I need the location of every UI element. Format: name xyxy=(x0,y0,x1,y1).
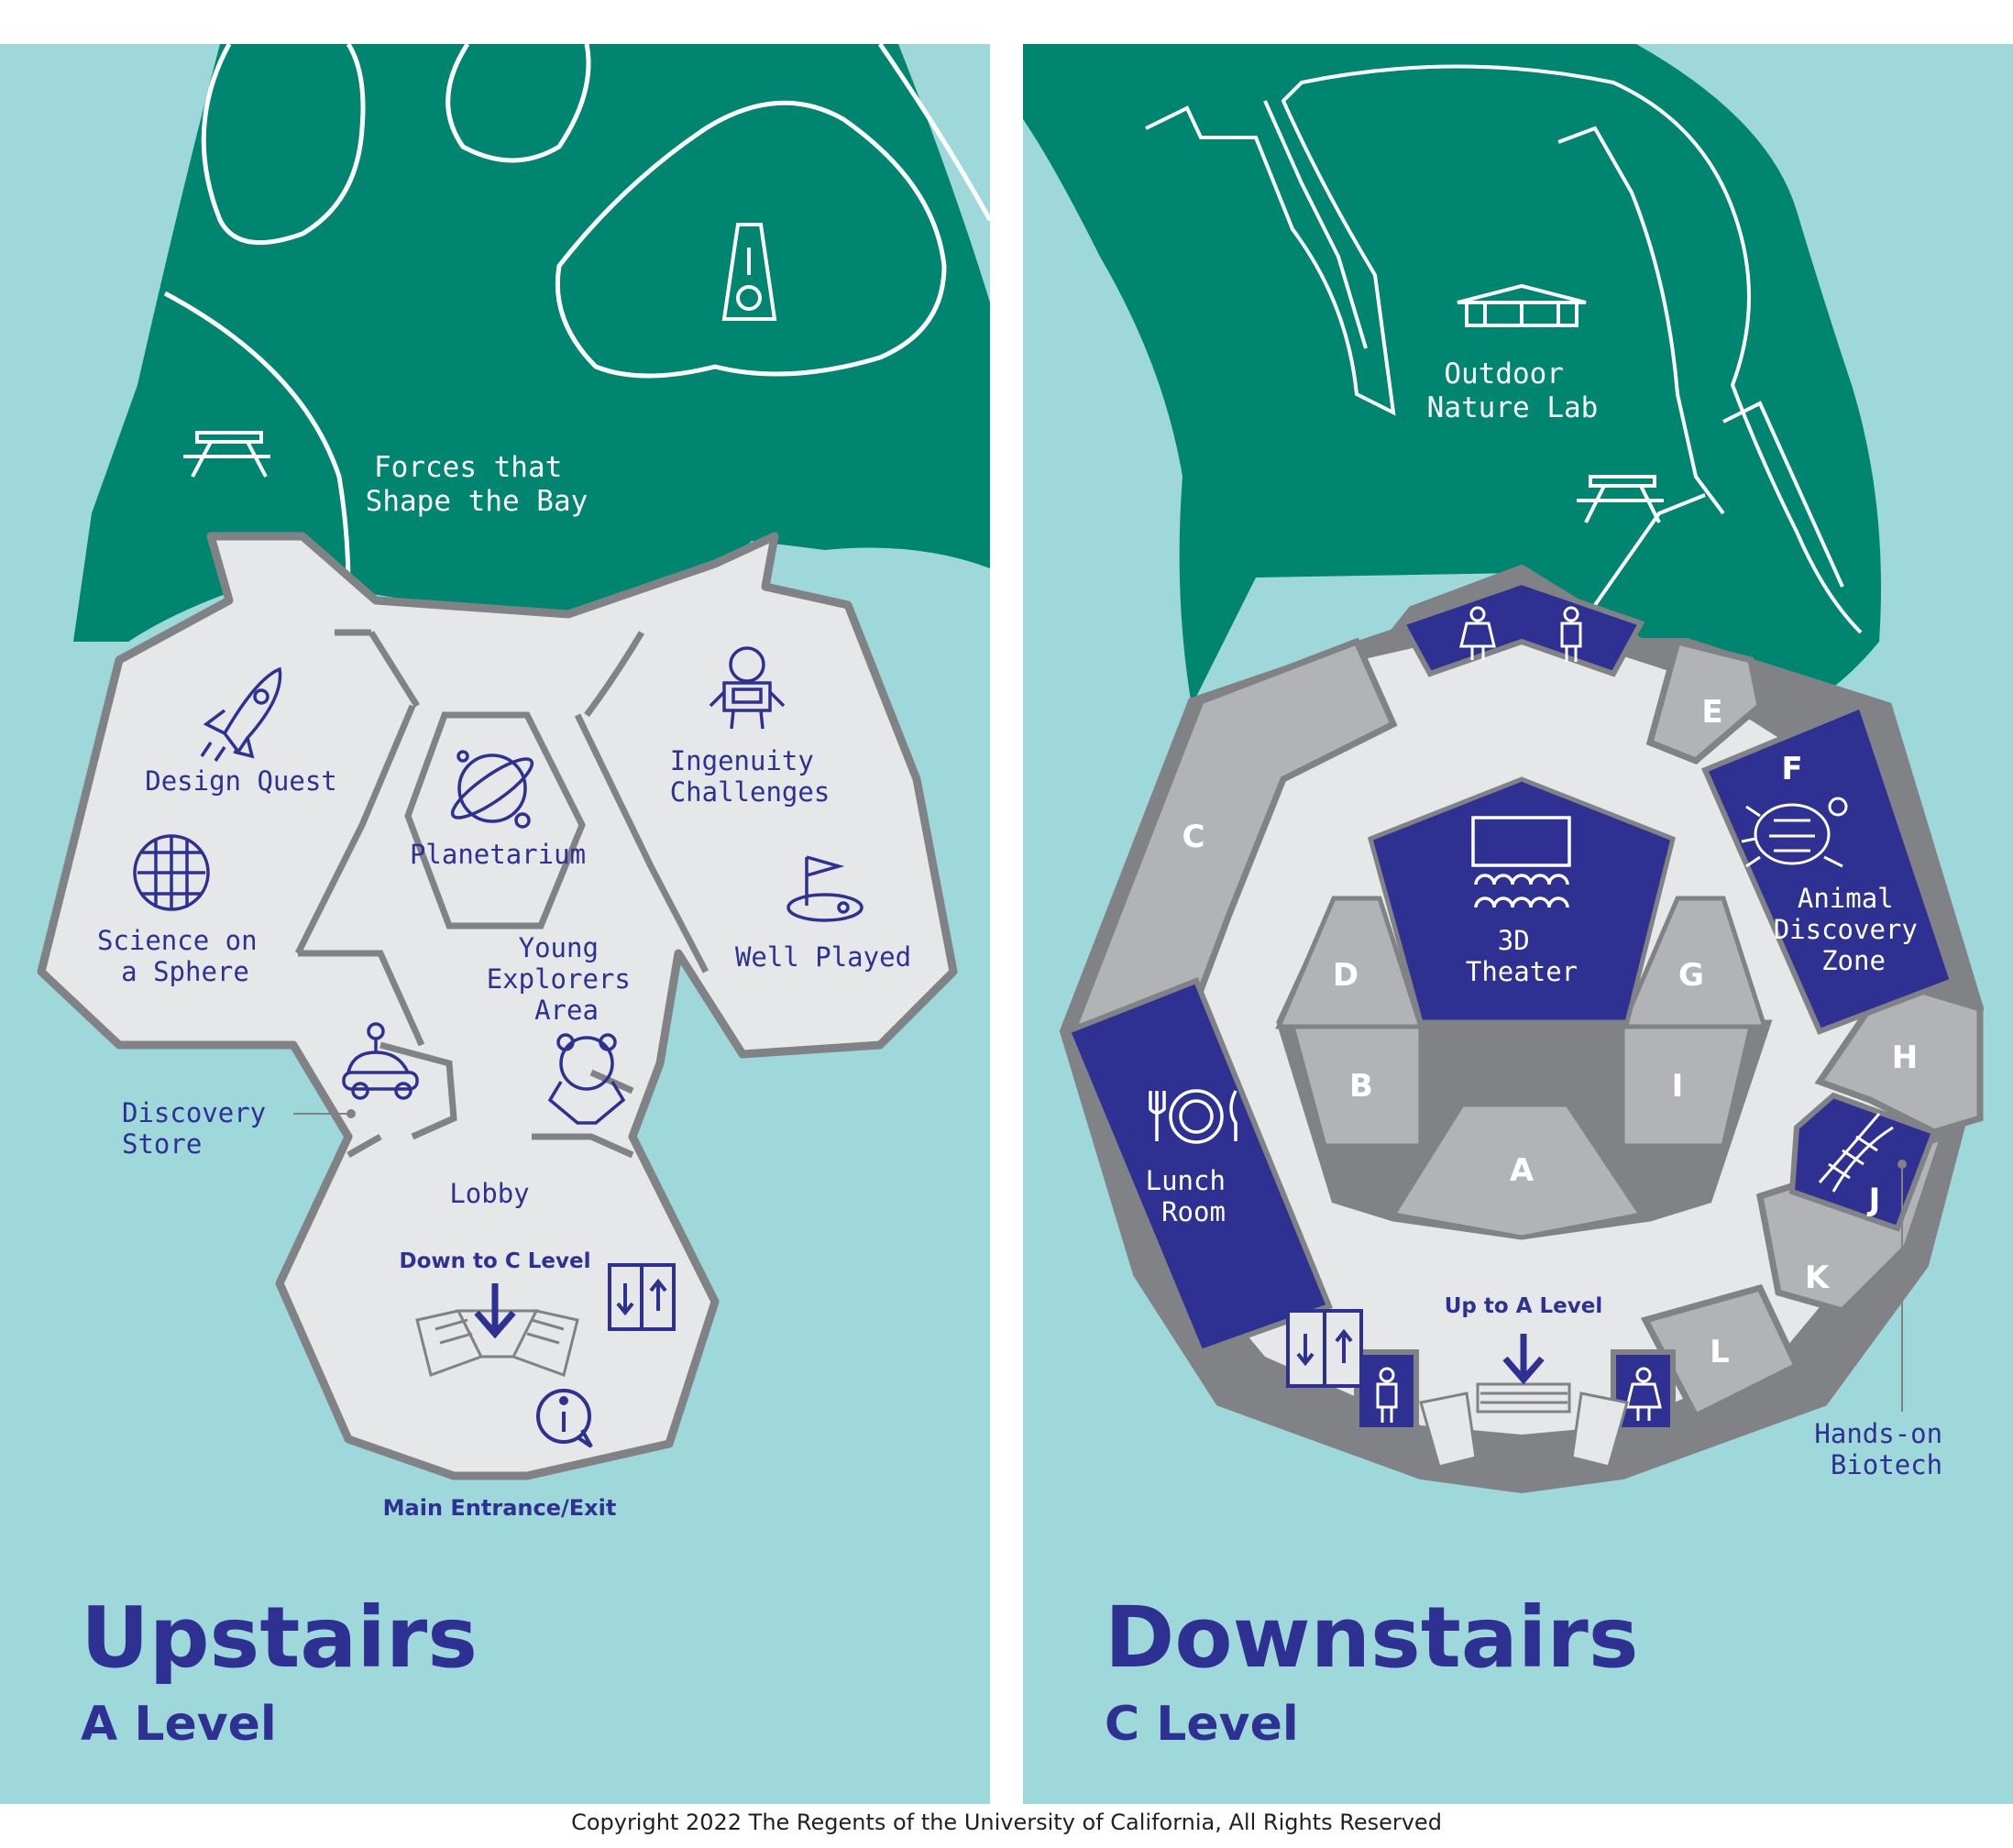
rocket-icon xyxy=(200,666,282,762)
room-a xyxy=(1389,1102,1645,1240)
down-to-c-label: Down to C Level xyxy=(400,1249,591,1273)
room-g-label: G xyxy=(1678,957,1704,994)
golf-flag-icon xyxy=(786,855,864,922)
planetarium-label: Planetarium xyxy=(410,839,586,870)
room-j xyxy=(1788,1092,1938,1232)
park-path-line xyxy=(446,42,591,163)
main-entrance-label: Main Entrance/Exit xyxy=(383,1495,617,1521)
room-f-label: F xyxy=(1781,751,1802,787)
dining-icon xyxy=(1149,1089,1238,1144)
upstairs-map: Forces that Shape the Bay xyxy=(0,42,993,1804)
forces-label: Forces that Shape the Bay xyxy=(366,451,588,518)
restroom-icon xyxy=(1376,606,1662,1423)
room-theater xyxy=(1367,776,1676,1025)
discovery-store-marker xyxy=(346,1109,356,1118)
room-j-label: J xyxy=(1867,1182,1881,1218)
planet-icon xyxy=(450,750,534,829)
well-played-label: Well Played xyxy=(735,941,911,973)
dna-icon xyxy=(1818,1113,1894,1193)
design-quest-label: Design Quest xyxy=(145,765,337,797)
downstairs-blue-rooms xyxy=(1064,578,1956,1433)
toy-car-icon xyxy=(342,1022,419,1100)
room-h-label: H xyxy=(1892,1040,1918,1076)
upstairs-interior-walls xyxy=(294,629,710,1159)
theater-label: 3D Theater xyxy=(1466,925,1578,987)
turtle-icon xyxy=(1741,797,1848,868)
panel-divider xyxy=(990,0,1023,1848)
up-to-a-label: Up to A Level xyxy=(1445,1294,1603,1318)
geodesic-sphere-icon xyxy=(133,834,210,911)
picnic-table-icon xyxy=(183,431,270,478)
picnic-table-icon xyxy=(1577,475,1664,523)
down-arrow-icon xyxy=(1502,1334,1545,1385)
hands-on-marker xyxy=(1898,1160,1907,1169)
young-explorers-label: Young Explorers Area xyxy=(487,932,647,1026)
park-path-line xyxy=(163,291,351,588)
room-c-label: C xyxy=(1182,819,1205,855)
park-path-line xyxy=(201,42,366,246)
downstairs-subtitle: C Level xyxy=(1105,1697,1299,1752)
science-sphere-label: Science on a Sphere xyxy=(97,925,273,987)
upstairs-park-area xyxy=(73,44,990,642)
room-a-label: A xyxy=(1510,1152,1534,1189)
discovery-store-label: Discovery Store xyxy=(122,1097,282,1160)
room-l xyxy=(1640,1283,1801,1421)
room-i-label: I xyxy=(1672,1068,1684,1105)
downstairs-title: Downstairs xyxy=(1105,1589,1639,1687)
room-l-label: L xyxy=(1710,1334,1730,1370)
info-icon xyxy=(536,1389,593,1448)
room-b xyxy=(1289,1024,1424,1149)
room-i xyxy=(1620,1024,1754,1149)
park-path-line xyxy=(555,100,947,379)
theater-icon xyxy=(1471,816,1571,908)
upstairs-subtitle: A Level xyxy=(81,1697,277,1752)
outdoor-lab-label: Outdoor Nature Lab xyxy=(1427,358,1599,424)
room-k-label: K xyxy=(1805,1260,1831,1296)
room-restroom-left xyxy=(1354,1349,1419,1433)
sundial-icon xyxy=(721,223,777,321)
robot-icon xyxy=(709,646,786,730)
elevator-icon xyxy=(1286,1309,1363,1388)
room-e xyxy=(1645,637,1764,765)
room-lunch xyxy=(1064,977,1333,1356)
hands-on-label: Hands-on Biotech xyxy=(1814,1418,1958,1480)
downstairs-map: Outdoor Nature Lab xyxy=(1023,44,2013,1804)
upstairs-title: Upstairs xyxy=(81,1589,478,1687)
room-b-label: B xyxy=(1349,1068,1373,1105)
bear-puppet-icon xyxy=(547,1033,626,1125)
park-path-line xyxy=(877,42,993,222)
gazebo-icon xyxy=(1457,283,1587,327)
room-d-label: D xyxy=(1333,957,1358,994)
copyright-text: Copyright 2022 The Regents of the Univer… xyxy=(571,1810,1442,1835)
elevator-icon xyxy=(608,1263,676,1331)
down-arrow-icon xyxy=(474,1283,516,1339)
downstairs-center-core xyxy=(1275,776,1773,1240)
stairs-icon xyxy=(1419,1382,1629,1468)
upstairs-floor-plan xyxy=(37,532,958,1480)
ingenuity-label: Ingenuity Challenges xyxy=(670,745,830,808)
animal-zone-label: Animal Discovery Zone xyxy=(1774,883,1934,976)
room-f xyxy=(1701,702,1956,1035)
outdoor-paths xyxy=(1145,64,1863,634)
downstairs-park-area xyxy=(1023,44,1881,706)
room-e-label: E xyxy=(1701,694,1722,731)
lunch-room-label: Lunch Room xyxy=(1146,1165,1242,1227)
lobby-label: Lobby xyxy=(449,1178,529,1209)
room-restrooms-top xyxy=(1398,578,1645,677)
